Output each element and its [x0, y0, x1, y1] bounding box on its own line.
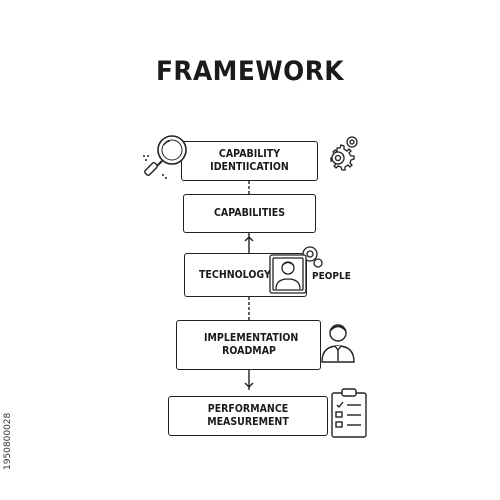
arrow-up-head	[244, 236, 254, 242]
page-title: FRAMEWORK	[155, 56, 345, 87]
people-label: PEOPLE	[312, 271, 351, 282]
step-capabilities: CAPABILITIES	[183, 194, 316, 233]
step-label: PERFORMANCE MEASUREMENT	[207, 403, 289, 428]
step-performance-measurement: PERFORMANCE MEASUREMENT	[168, 396, 328, 436]
step-implementation-roadmap: IMPLEMENTATION ROADMAP	[176, 320, 321, 370]
step-label: TECHNOLOGY	[198, 268, 271, 281]
step-label: CAPABILITIES	[213, 207, 286, 219]
step-label: CAPABILITY IDENTIICATION	[210, 148, 289, 173]
step-label: IMPLEMENTATION ROADMAP	[203, 332, 298, 357]
arrow-down-head	[244, 382, 254, 388]
image-reference-id: 1950800028	[3, 412, 13, 470]
